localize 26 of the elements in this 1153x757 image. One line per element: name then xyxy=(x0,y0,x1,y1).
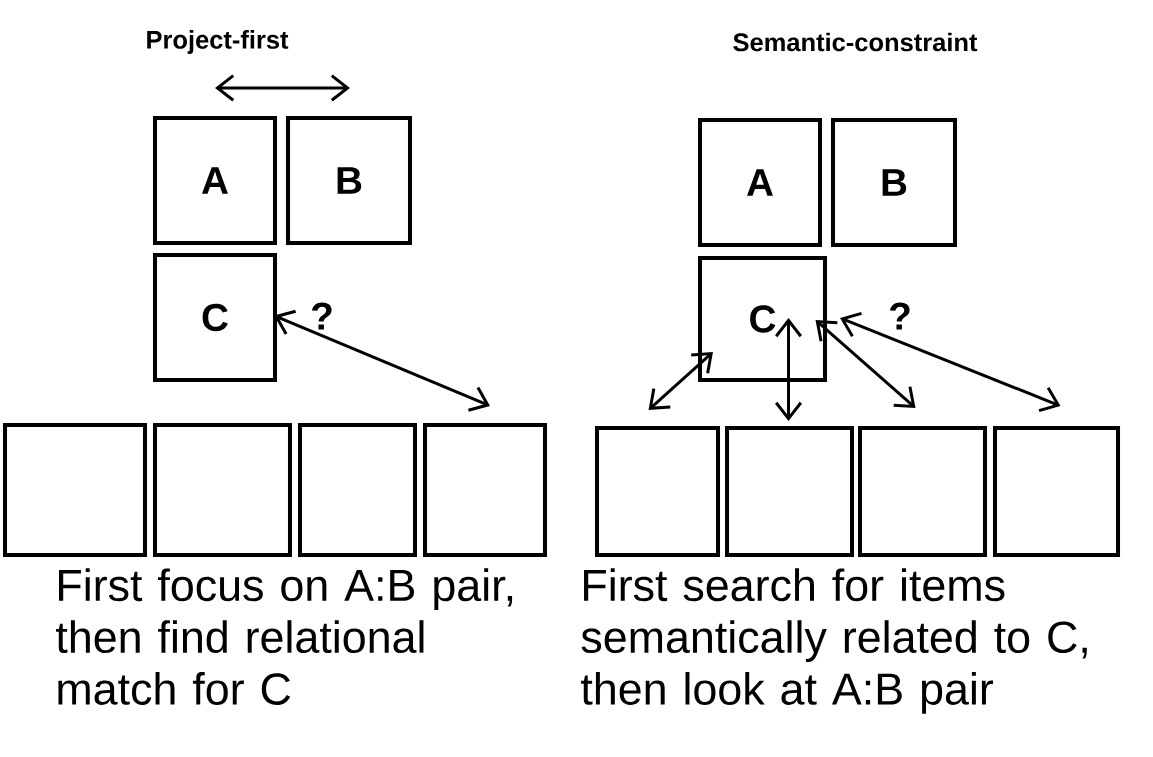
letter-box: C xyxy=(698,256,828,382)
letter-box: B xyxy=(831,118,958,247)
empty-box xyxy=(298,423,417,557)
double-arrow xyxy=(215,74,350,102)
letter-box: C xyxy=(153,253,277,382)
panel-title: Project-first xyxy=(147,30,289,54)
double-arrow xyxy=(775,318,802,421)
letter-box: B xyxy=(286,116,413,245)
edge-label: ? xyxy=(889,302,910,330)
panel-title: Semantic-constraint xyxy=(733,32,978,52)
empty-box xyxy=(725,426,855,557)
double-arrow xyxy=(815,320,916,408)
double-arrow xyxy=(840,311,1061,413)
caption-text: First focus on A:B pair, then find relational match for C xyxy=(56,568,513,705)
double-arrow xyxy=(274,309,490,412)
empty-box xyxy=(153,423,292,557)
empty-box xyxy=(3,423,148,557)
edge-label: ? xyxy=(311,302,332,330)
letter-box: A xyxy=(698,118,823,247)
empty-box xyxy=(858,426,988,557)
letter-box: A xyxy=(153,116,277,245)
caption-text: First search for items semantically related to C, then look at A:B pair xyxy=(581,568,1087,714)
empty-box xyxy=(595,426,720,557)
empty-box xyxy=(993,426,1121,557)
empty-box xyxy=(423,423,548,557)
double-arrow xyxy=(648,352,713,410)
